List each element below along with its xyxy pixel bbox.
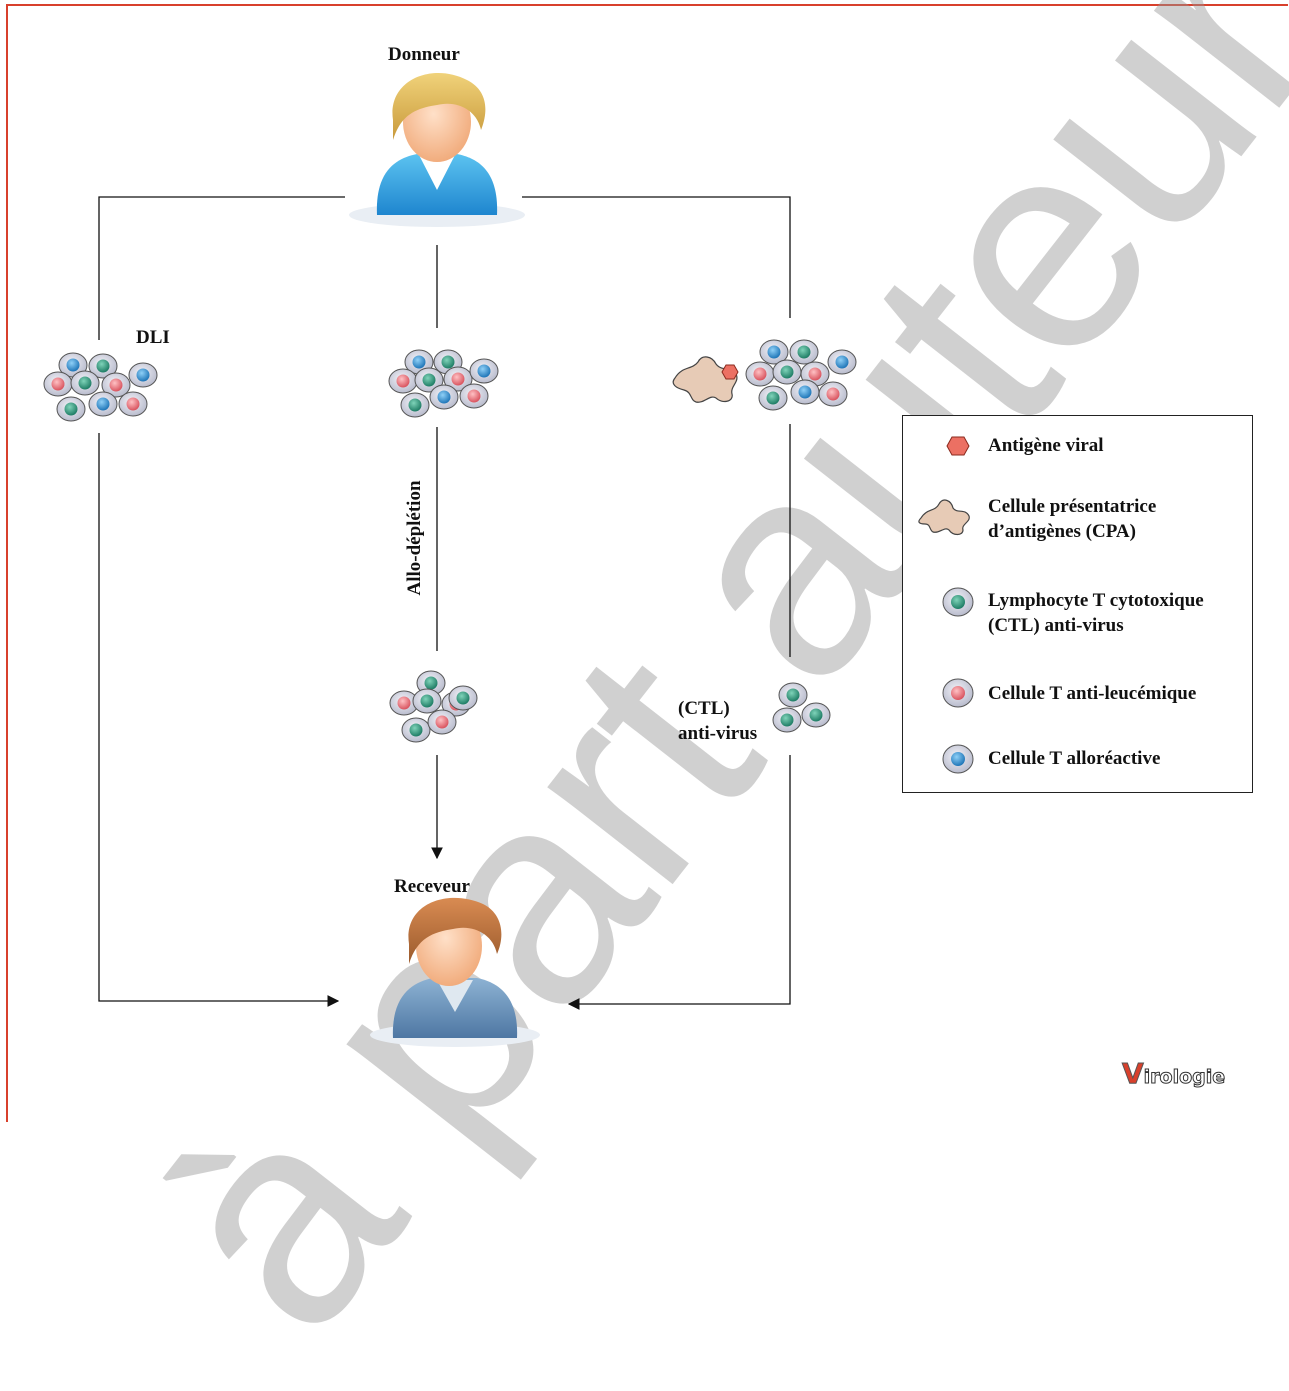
cluster-center-top-cell — [459, 383, 489, 409]
cluster-dli-cell — [43, 371, 73, 397]
cluster-ctl-top-cell — [758, 385, 788, 411]
cluster-center-top-cell — [429, 384, 459, 410]
hexagon-icon — [946, 436, 970, 456]
cluster-ctl-top-cell — [745, 361, 775, 387]
legend-item-antileuk: Cellule T anti-leucémique — [988, 683, 1197, 704]
cpa-cell — [672, 356, 738, 403]
cluster-ctl-bottom-cell — [778, 682, 808, 708]
donneur-avatar — [349, 73, 525, 227]
cluster-ctl-top-cell — [790, 379, 820, 405]
cluster-center-bottom-cell — [389, 690, 419, 716]
allo-depletion-label: Allo-déplétion — [404, 480, 425, 596]
cluster-center-top-cell — [443, 366, 473, 392]
donneur-label: Donneur — [388, 44, 460, 65]
legend-item-cpa: Cellule présentatrice d’antigènes (CPA) — [988, 496, 1157, 542]
star-cell-icon — [918, 499, 970, 536]
cluster-ctl-top-cell — [772, 359, 802, 385]
legend-item-ctl: Lymphocyte T cytotoxique (CTL) anti-viru… — [988, 590, 1204, 636]
cluster-center-top-cell — [414, 367, 444, 393]
cluster-ctl-top-cell — [759, 339, 789, 365]
cluster-center-bottom-cell — [448, 685, 478, 711]
diagram-canvas — [43, 73, 857, 1047]
ctl-label-line1: (CTL) — [678, 698, 730, 719]
cluster-dli-cell — [88, 391, 118, 417]
cell-clusters — [43, 339, 857, 743]
dli-label: DLI — [136, 327, 170, 348]
antigen-hexagon — [721, 364, 739, 380]
cluster-center-bottom-cell — [401, 717, 431, 743]
cluster-ctl-top-cell — [827, 349, 857, 375]
page-frame — [6, 4, 1288, 1122]
cluster-center-top-cell — [469, 358, 499, 384]
cluster-center-bottom-cell — [427, 709, 457, 735]
logo-rest: irologie — [1143, 1066, 1226, 1089]
connector-dli-bottom — [98, 433, 340, 1007]
blue-cell-icon — [942, 744, 974, 774]
cluster-ctl-top-cell — [789, 339, 819, 365]
cluster-dli-cell — [118, 391, 148, 417]
connector-ctl-top — [522, 196, 791, 318]
ctl-label-line2: anti-virus — [678, 723, 758, 744]
connector-ctl-bottom — [567, 755, 791, 1010]
virologie-logo: Virologie — [1122, 1057, 1226, 1091]
cluster-center-top-cell — [388, 368, 418, 394]
legend-item-alloreactive: Cellule T alloréactive — [988, 748, 1161, 769]
pink-cell-icon — [942, 678, 974, 708]
cluster-dli-cell — [70, 370, 100, 396]
cluster-dli-cell — [88, 353, 118, 379]
receveur-label: Receveur — [394, 876, 470, 897]
logo-v: V — [1122, 1057, 1145, 1091]
connector-dli-top — [98, 196, 345, 340]
receveur-avatar — [370, 897, 540, 1047]
cluster-dli-cell — [101, 372, 131, 398]
cluster-dli-cell — [56, 396, 86, 422]
legend: Antigène viral Cellule présentatrice d’a… — [902, 415, 1253, 793]
cluster-ctl-bottom-cell — [801, 702, 831, 728]
cluster-center-top-cell — [400, 392, 430, 418]
green-cell-icon — [942, 587, 974, 617]
cluster-center-bottom-cell — [412, 688, 442, 714]
legend-item-antigen: Antigène viral — [988, 435, 1104, 456]
connectors — [98, 196, 791, 1010]
cluster-ctl-bottom-cell — [772, 707, 802, 733]
cluster-ctl-top-cell — [818, 381, 848, 407]
cluster-dli-cell — [128, 362, 158, 388]
